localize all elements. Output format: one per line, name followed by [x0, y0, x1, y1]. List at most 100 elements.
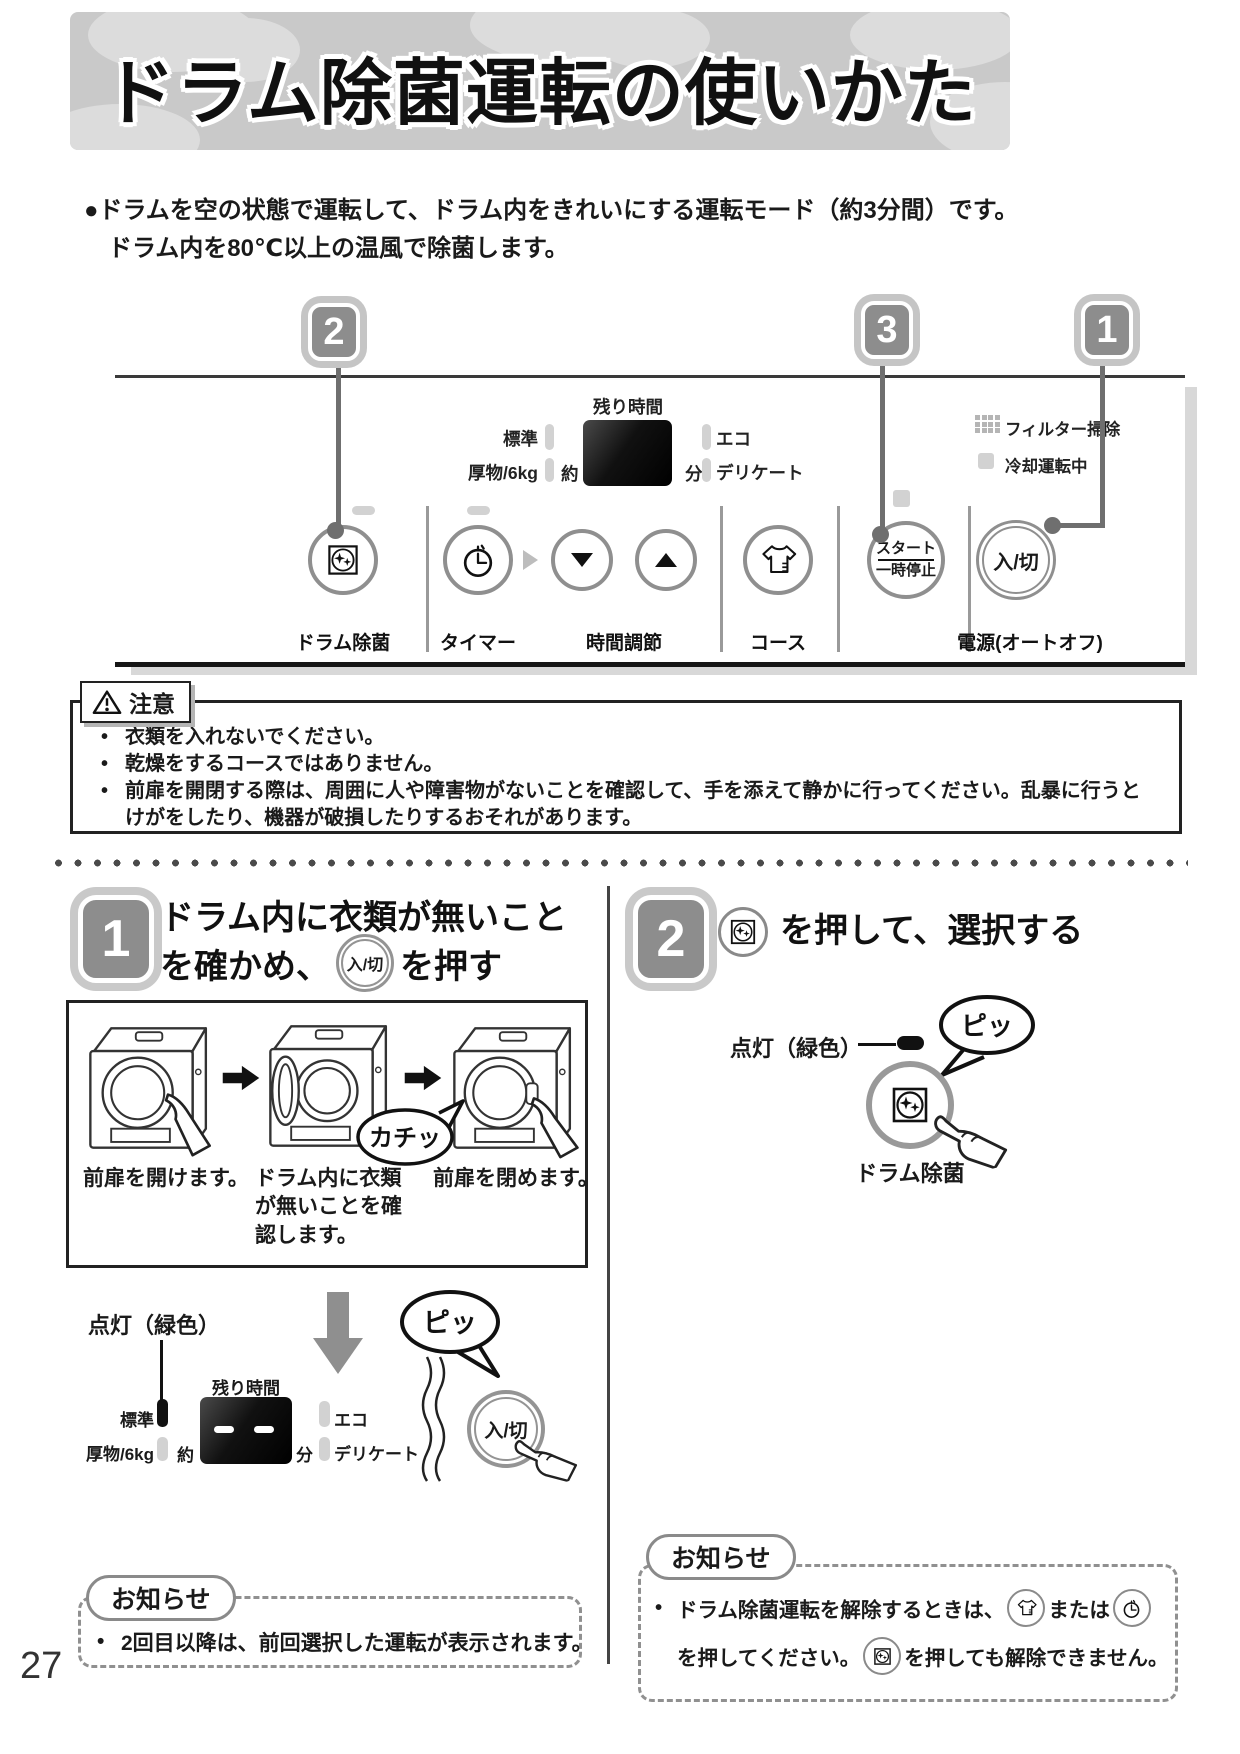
drum-button-caption-step2: ドラム除菌	[855, 1161, 965, 1186]
step1-heading-pre: を確かめ、	[160, 947, 330, 986]
bullet: •	[101, 780, 109, 802]
callout-step-1: 1	[1081, 301, 1133, 359]
beep-bubble-step2: ピッ	[939, 995, 1035, 1077]
notice-left-row: • 2回目以降は、前回選択した運転が表示されます。	[97, 1627, 593, 1657]
callout-dot-2	[327, 522, 344, 539]
notice-right-line1: • ドラム除菌運転を解除するときは、 または	[655, 1589, 1154, 1627]
drum-button-indicator	[352, 506, 375, 515]
bullet: •	[97, 1630, 105, 1653]
click-sound-text: カチッ	[369, 1125, 441, 1152]
start-button-indicator	[893, 490, 910, 507]
hand-icon	[164, 1093, 211, 1157]
bullet: •	[655, 1596, 663, 1619]
thick-label: 厚物/6kg	[467, 463, 538, 483]
sparkle-square-icon	[730, 919, 756, 945]
time-up-button	[635, 529, 697, 591]
panel-divider	[426, 506, 429, 652]
washer-front-closing	[453, 1027, 579, 1159]
thick-indicator-mini	[157, 1437, 168, 1461]
caption-check-drum: ドラム内に衣類が無いことを確認します。	[255, 1167, 402, 1247]
triangle-down-icon	[571, 553, 593, 567]
intro-line-1: ●ドラムを空の状態で運転して、ドラム内をきれいにする運転モード（約3分間）です。	[84, 197, 1019, 224]
start-label: スタート	[875, 539, 936, 557]
title-banner: ドラム除菌運転の使いかた	[70, 12, 1010, 150]
panel-divider	[720, 506, 723, 652]
power-button: 入/切	[976, 520, 1056, 600]
step1-heading-line2: を確かめ、 入/切 を押す	[160, 934, 502, 992]
caution-text: 乾燥をするコースではありません。	[125, 753, 444, 775]
click-sound-bubble: カチッ	[356, 1099, 465, 1166]
step2-heading: を押して、選択する	[780, 912, 1084, 950]
drum-sterilize-button-illustration	[866, 1061, 954, 1149]
delicate-label: デリケート	[716, 463, 804, 483]
caution-text: 前扉を開閉する際は、周囲に人や障害物がないことを確認して、手を添えて静かに行って…	[125, 780, 1141, 829]
washer-door-open	[269, 1025, 388, 1147]
washer-front-closed	[89, 1027, 211, 1157]
notice-left-tag: お知らせ	[86, 1575, 236, 1621]
eco-indicator	[702, 424, 711, 450]
step1-badge: 1	[78, 895, 154, 983]
steam-waves	[421, 1356, 446, 1482]
standard-label-mini: 標準	[120, 1411, 154, 1430]
panel-divider	[968, 506, 971, 652]
triangle-up-icon	[655, 553, 677, 567]
callout-line-2	[336, 360, 341, 532]
power-label: 入/切	[346, 957, 384, 974]
caution-text: 衣類を入れないでください。	[125, 726, 385, 748]
delicate-indicator	[702, 458, 711, 482]
time-down-button	[551, 529, 613, 591]
step1-illustration: カチッ 前扉を開けます。 ドラム内に衣類が無いことを確認します。 前扉を閉めます…	[66, 1000, 599, 1268]
caution-item: • 前扉を開閉する際は、周囲に人や障害物がないことを確認して、手を添えて静かに行…	[101, 778, 1157, 832]
callout-dot-1	[1044, 517, 1061, 534]
callout-line-1-h	[1053, 523, 1105, 528]
timer-button-indicator	[467, 506, 490, 515]
beep-text: ピッ	[423, 1308, 477, 1338]
step1-heading-post: を押す	[400, 947, 502, 986]
control-panel: 残り時間 標準 厚物/6kg 約 分 エコ デリケート フィルター掃除 冷却運転…	[115, 375, 1185, 667]
eco-label-mini: エコ	[334, 1411, 368, 1430]
start-pause-divider	[878, 559, 934, 561]
timer-button-caption: タイマー	[439, 633, 517, 654]
power-button-inline-icon: 入/切	[336, 934, 394, 992]
cooling-icon	[978, 453, 994, 469]
caution-label: 注意	[129, 691, 175, 717]
drum-indicator-lit	[897, 1036, 924, 1050]
bullet: •	[101, 726, 109, 748]
time-adjust-caption: 時間調節	[585, 633, 663, 654]
drum-sterilize-inline-icon	[863, 1637, 902, 1675]
bullet: •	[101, 753, 109, 775]
lit-green-label-step1: 点灯（緑色）	[88, 1313, 221, 1338]
pause-label: 一時停止	[875, 562, 936, 579]
hand-icon	[934, 1115, 1008, 1170]
step1-heading-line1: ドラム内に衣類が無いこと	[160, 899, 567, 937]
remaining-time-label-mini: 残り時間	[212, 1379, 280, 1398]
page-number: 27	[20, 1645, 63, 1687]
delicate-label-mini: デリケート	[334, 1445, 419, 1464]
callout-dot-3	[872, 526, 889, 543]
display-dash	[254, 1426, 274, 1433]
thick-label-mini: 厚物/6kg	[85, 1445, 154, 1464]
drum-button-caption: ドラム除菌	[295, 633, 391, 654]
cloud-shape	[850, 12, 1010, 70]
course-inline-icon	[1007, 1589, 1046, 1627]
filter-clean-icon	[975, 415, 1000, 433]
cloud-shape	[590, 12, 710, 68]
drum-sterilize-inline-icon	[718, 907, 768, 957]
page-title: ドラム除菌運転の使いかた	[103, 54, 977, 134]
hand-icon	[514, 1440, 578, 1483]
arrow-right-icon	[222, 1065, 260, 1091]
power-button-caption: 電源(オートオフ)	[957, 633, 1103, 654]
callout-step-2: 2	[308, 303, 360, 361]
power-button-label: 入/切	[993, 551, 1039, 574]
shirt-icon	[762, 545, 797, 574]
caption-close-door: 前扉を閉めます。	[433, 1167, 599, 1190]
timer-clock-icon	[463, 544, 493, 578]
caution-box: • 衣類を入れないでください。 • 乾燥をするコースではありません。 • 前扉を…	[70, 700, 1182, 834]
cooling-label: 冷却運転中	[1005, 458, 1088, 476]
minutes-label: 分	[685, 464, 703, 484]
notice-right-tag: お知らせ	[646, 1534, 796, 1580]
caution-item: • 乾燥をするコースではありません。	[101, 751, 1157, 778]
standard-label: 標準	[503, 429, 538, 449]
time-display-mini	[200, 1397, 292, 1464]
